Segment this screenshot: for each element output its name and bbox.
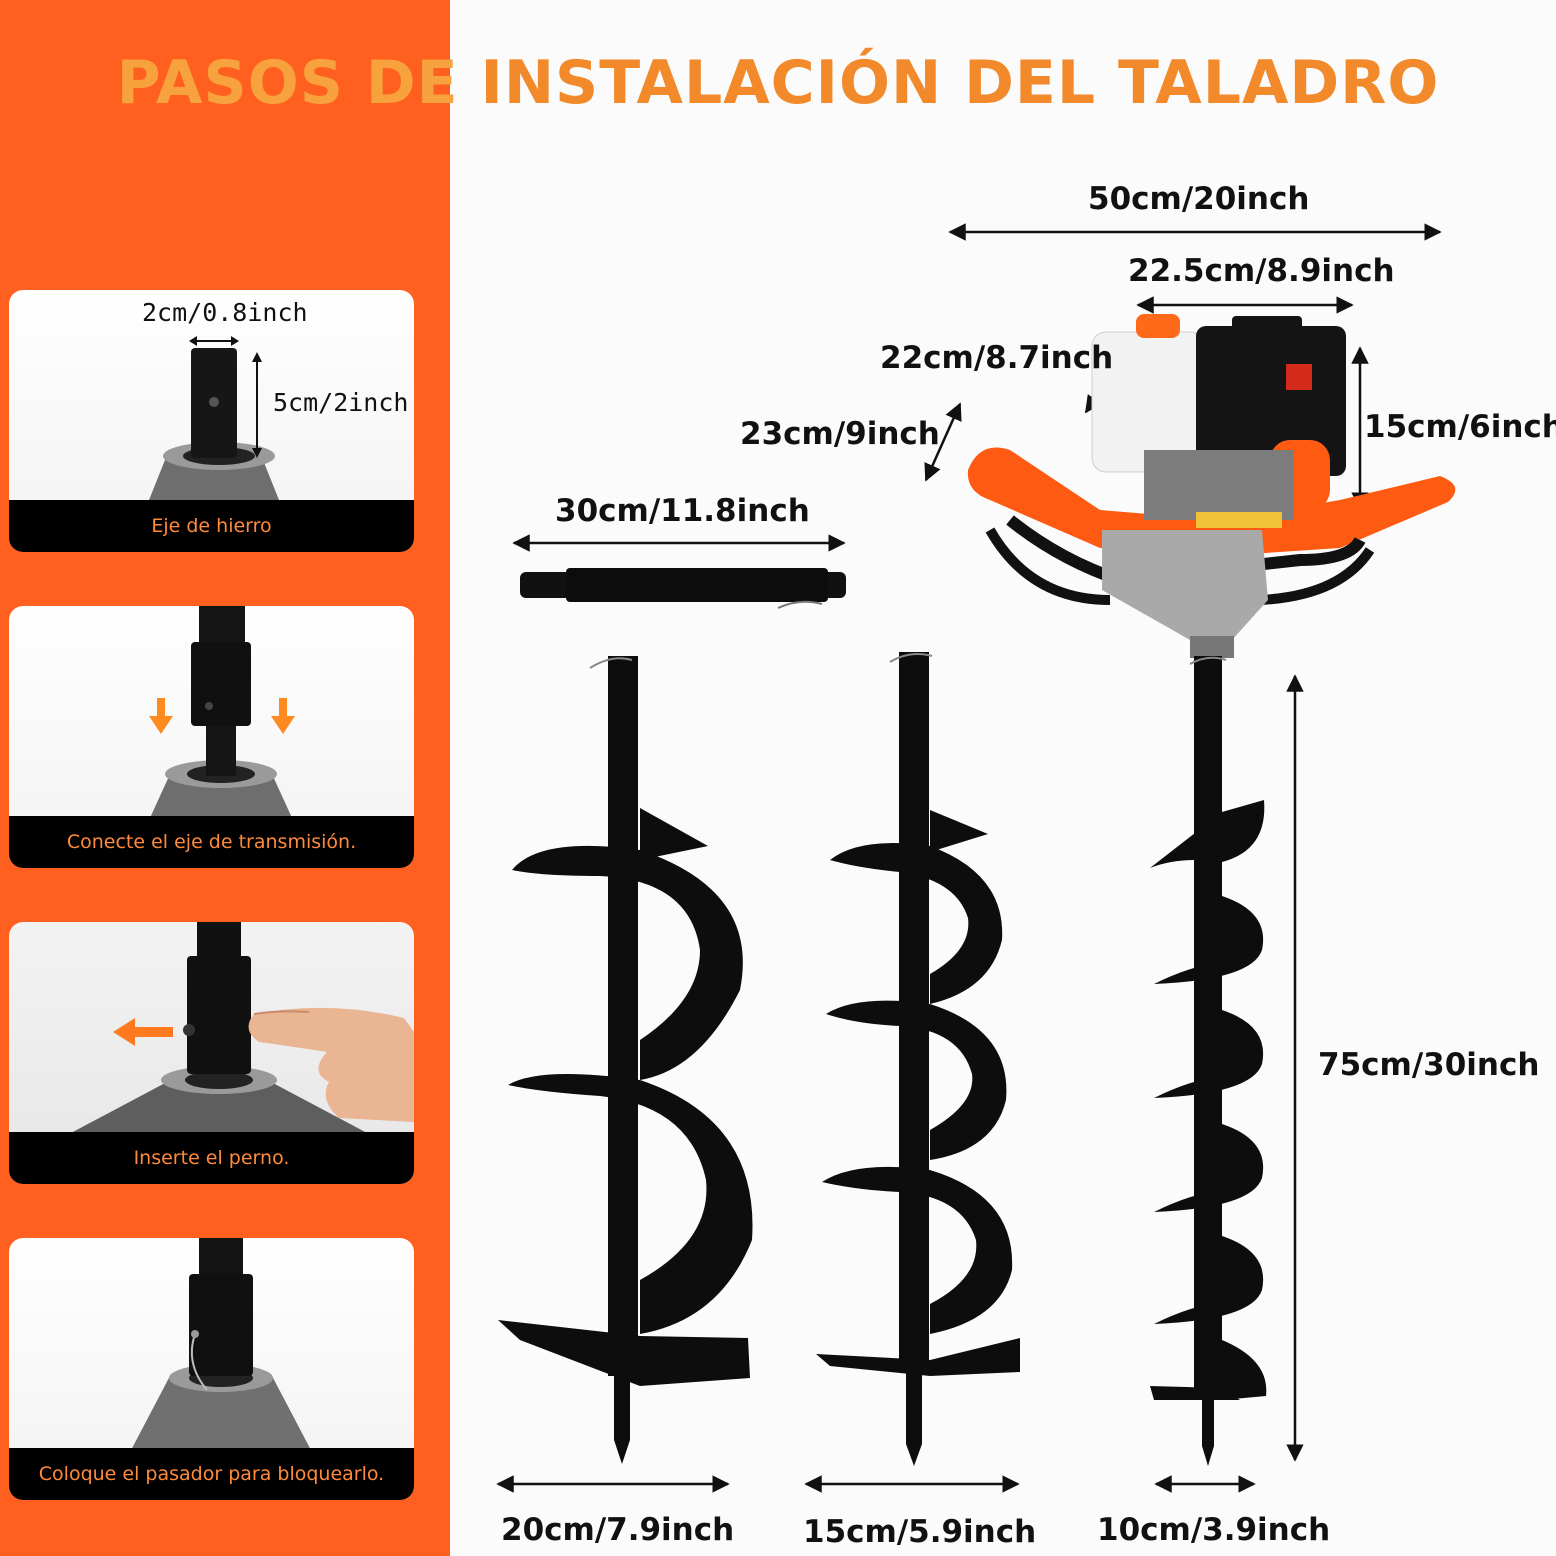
down-arrow-icon	[149, 698, 295, 734]
bit-length-label: 75cm/30inch	[1318, 1047, 1540, 1083]
step-2-caption: Conecte el eje de transmisión.	[9, 816, 414, 868]
finger-hand-icon	[248, 1007, 414, 1122]
step-1-width-label: 2cm/0.8inch	[142, 298, 308, 327]
step-card-1: 2cm/0.8inch 5cm/2inch Eje de hierro	[9, 290, 414, 552]
dimension-lines	[496, 223, 1442, 1493]
bit-large-diameter-label: 20cm/7.9inch	[501, 1512, 735, 1548]
page-title: PASOS DE INSTALACIÓN DEL TALADRO	[116, 48, 1440, 118]
bit-medium-diameter-label: 15cm/5.9inch	[803, 1514, 1037, 1550]
powerhead-engine	[967, 314, 1456, 658]
lock-pin-icon	[191, 1333, 208, 1391]
engine-width-label: 22.5cm/8.9inch	[1128, 253, 1395, 289]
overall-width-label: 50cm/20inch	[1088, 181, 1310, 217]
extension-rod	[520, 568, 846, 609]
step-3-caption: Inserte el perno.	[9, 1132, 414, 1184]
handle-depth-label: 23cm/9inch	[740, 416, 940, 452]
step-1-caption: Eje de hierro	[9, 500, 414, 552]
extension-length-label: 30cm/11.8inch	[555, 493, 810, 529]
step-card-2: Conecte el eje de transmisión.	[9, 606, 414, 868]
step-1-height-label: 5cm/2inch	[273, 388, 409, 417]
left-arrow-icon	[113, 1018, 173, 1046]
step-card-4: Coloque el pasador para bloquearlo.	[9, 1238, 414, 1500]
step-1-illustration	[149, 336, 279, 500]
engine-depth-label: 22cm/8.7inch	[880, 340, 1114, 376]
auger-bit-small	[1150, 656, 1267, 1466]
step-4-caption: Coloque el pasador para bloquearlo.	[9, 1448, 414, 1500]
step-3-illustration	[69, 922, 414, 1134]
bit-small-diameter-label: 10cm/3.9inch	[1097, 1512, 1331, 1548]
engine-height-label: 15cm/6inch	[1364, 409, 1556, 445]
step-2-illustration	[149, 606, 295, 820]
auger-bit-medium	[816, 652, 1020, 1466]
auger-bit-large	[498, 656, 753, 1464]
step-card-3: Inserte el perno.	[9, 922, 414, 1184]
step-4-illustration	[129, 1238, 313, 1454]
